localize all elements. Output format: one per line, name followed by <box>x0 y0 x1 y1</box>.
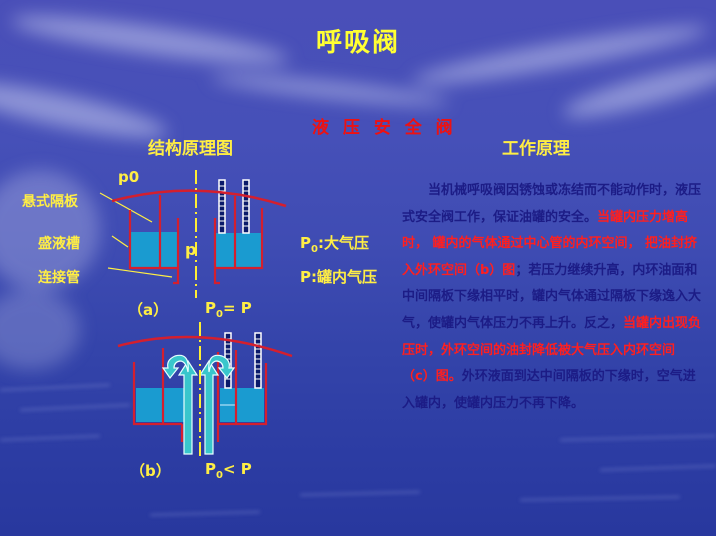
legend-atmospheric-pressure: P0:大气压 <box>300 234 369 255</box>
slide-title: 呼吸阀 <box>315 28 400 58</box>
tank-roof-b <box>117 335 293 358</box>
label-liquid-tank: 盛液槽 <box>38 236 80 252</box>
figure-a-relation: P0= P <box>205 299 252 320</box>
label-partition: 悬式隔板 <box>22 194 78 210</box>
slide-subtitle: 液 压 安 全 阀 <box>312 118 457 138</box>
right-tank-liquid <box>216 233 262 268</box>
legend-tank-pressure: P:罐内气压 <box>300 268 377 286</box>
principle-segment: ；若压力继续升高，内环油面和中间隔板下缘相平时，罐内气体通过隔板下缘逸入大气，使… <box>402 262 702 331</box>
tank-roof <box>111 189 287 208</box>
left-tank-liquid <box>131 232 178 268</box>
figure-b-relation: P0< P <box>205 460 252 481</box>
figure-b-caption: （b） <box>130 462 171 480</box>
working-principle-text: 当机械呼吸阀因锈蚀或冻结而不能动作时，液压式安全阀工作，保证油罐的安全。当罐内压… <box>402 178 702 417</box>
gas-flow-arrows <box>161 354 236 455</box>
working-principle-header: 工作原理 <box>502 139 570 159</box>
figure-b-diagram <box>117 322 293 460</box>
principle-segment: 外环液面到达中间隔板的下缘时，空气进入罐内，使罐内压力不再下降。 <box>402 369 696 411</box>
label-p-tank: p <box>185 240 197 259</box>
principle-segment-highlight: 当罐内出现负压时，外环空间的油封降低被大气压入内环空间（c）图。 <box>402 315 702 385</box>
figure-a-diagram <box>99 170 287 298</box>
label-pointer-lines <box>99 192 173 278</box>
principle-segment-highlight: 当罐内压力增高时， 罐内的气体通过中心管的内环空间， 把油封挤入外环空间（b）图 <box>402 209 698 278</box>
tank-walls <box>128 195 264 285</box>
principle-segment: 当机械呼吸阀因锈蚀或冻结而不能动作时，液压式安全阀工作，保证油罐的安全。 <box>402 183 702 225</box>
structure-diagram-header: 结构原理图 <box>148 139 233 159</box>
label-connecting-pipe: 连接管 <box>38 270 80 286</box>
figure-a-caption: （a） <box>128 301 169 319</box>
label-p0-atmosphere: p0 <box>118 168 140 186</box>
